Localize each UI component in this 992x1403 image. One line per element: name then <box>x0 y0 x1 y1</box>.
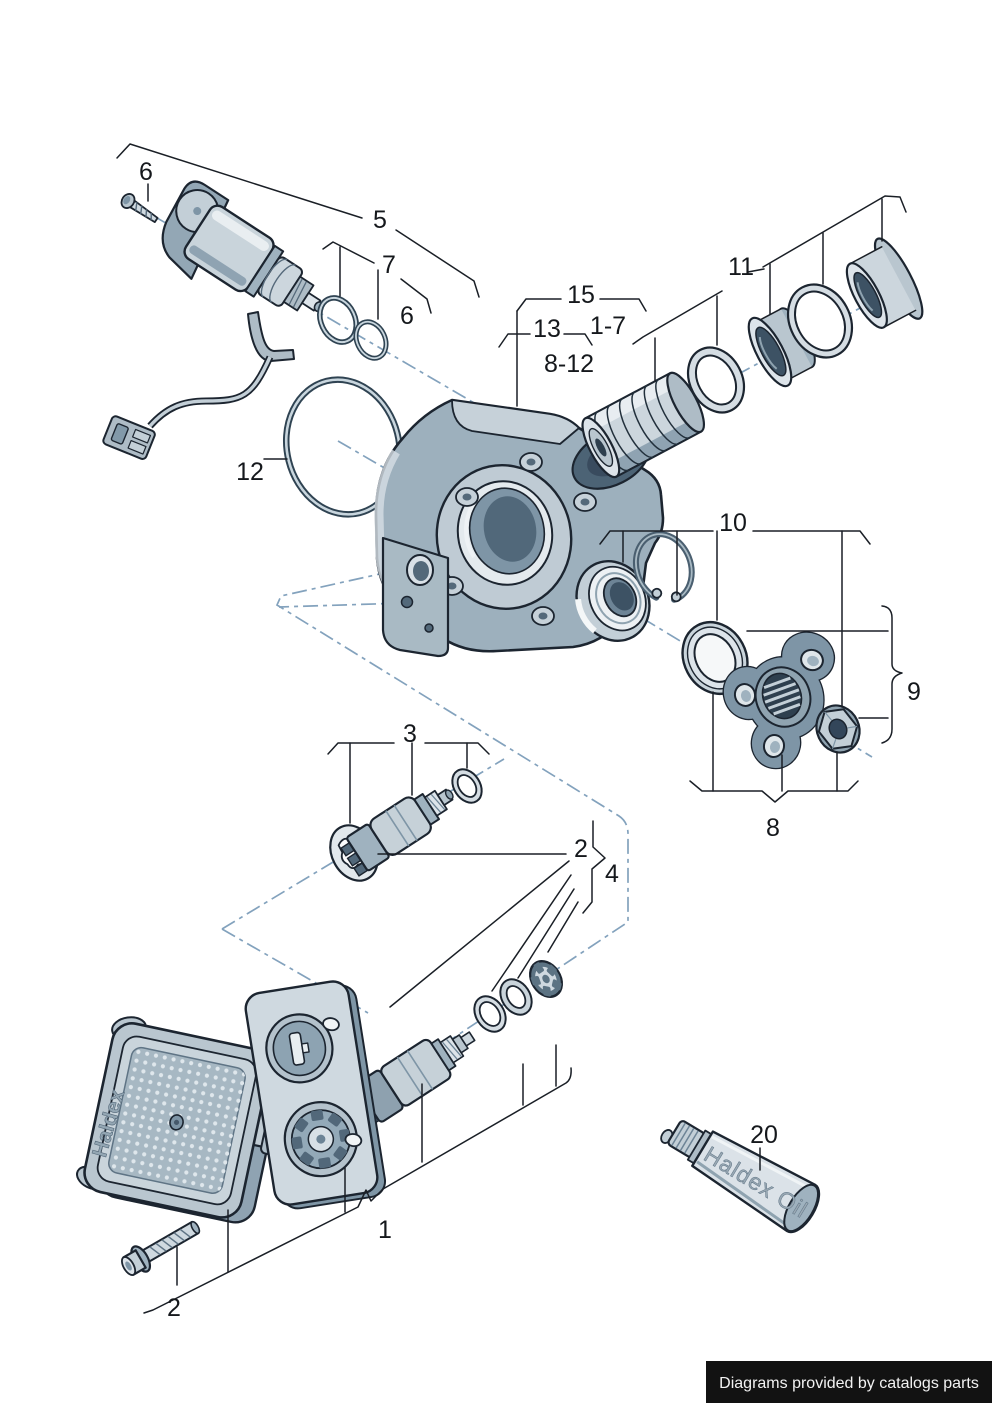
leader-lines <box>116 143 907 1314</box>
flange-holes <box>733 648 824 758</box>
pump-assembly <box>102 180 324 460</box>
controller-bolt <box>121 1220 201 1276</box>
output-flange <box>722 631 836 770</box>
callout-9: 9 <box>907 678 921 706</box>
callout-3: 3 <box>403 720 417 748</box>
haldex-controller-unit: Haldex <box>76 1016 295 1224</box>
plug-oring-small <box>686 346 746 414</box>
callout-labels: 6 5 7 6 15 13 1-7 8-12 11 12 10 9 8 3 2 … <box>139 158 921 1322</box>
callout-8: 8 <box>766 814 780 842</box>
sensor-oring <box>451 768 483 804</box>
callout-2-bolt: 2 <box>167 1294 181 1322</box>
callout-8-12: 8-12 <box>544 350 594 378</box>
pump-screw <box>120 193 159 223</box>
star-retainer <box>528 959 564 999</box>
callout-4: 4 <box>605 860 619 888</box>
callout-1-7: 1-7 <box>590 312 626 340</box>
footer-bar: Diagrams provided by catalogs parts <box>706 1361 992 1403</box>
pump-oring-b <box>353 319 389 361</box>
callout-11: 11 <box>728 253 754 281</box>
valve-washer <box>499 978 533 1016</box>
housing-oring-12 <box>282 376 404 518</box>
speed-sensor <box>340 788 454 877</box>
callout-20: 20 <box>750 1121 778 1149</box>
callout-12: 12 <box>236 458 264 486</box>
pump-oring-a <box>317 295 359 345</box>
keyhole-opening <box>288 1031 310 1066</box>
flange-nut <box>815 704 861 754</box>
gasket-plate <box>244 980 387 1210</box>
footer-background <box>706 1361 992 1403</box>
callout-1: 1 <box>378 1216 392 1244</box>
circlip <box>632 531 695 603</box>
callout-13: 13 <box>533 315 561 343</box>
callout-5: 5 <box>373 206 387 234</box>
ball-bearing <box>575 560 651 642</box>
plug-cup <box>747 307 816 388</box>
callout-10: 10 <box>719 509 747 537</box>
haldex-oil-tube: Haldex Oil <box>660 1120 821 1234</box>
screw-plug <box>845 237 924 329</box>
footer-attribution-text: Diagrams provided by catalogs parts <box>719 1375 979 1392</box>
callout-6-screw: 6 <box>139 158 153 186</box>
plug-oring-large <box>786 283 854 359</box>
callout-15: 15 <box>567 281 595 309</box>
callout-7: 7 <box>382 251 396 279</box>
valve-oring <box>473 995 507 1033</box>
callout-6-oring: 6 <box>400 302 414 330</box>
callout-2-valve: 2 <box>574 835 588 863</box>
oil-filter <box>581 371 706 479</box>
